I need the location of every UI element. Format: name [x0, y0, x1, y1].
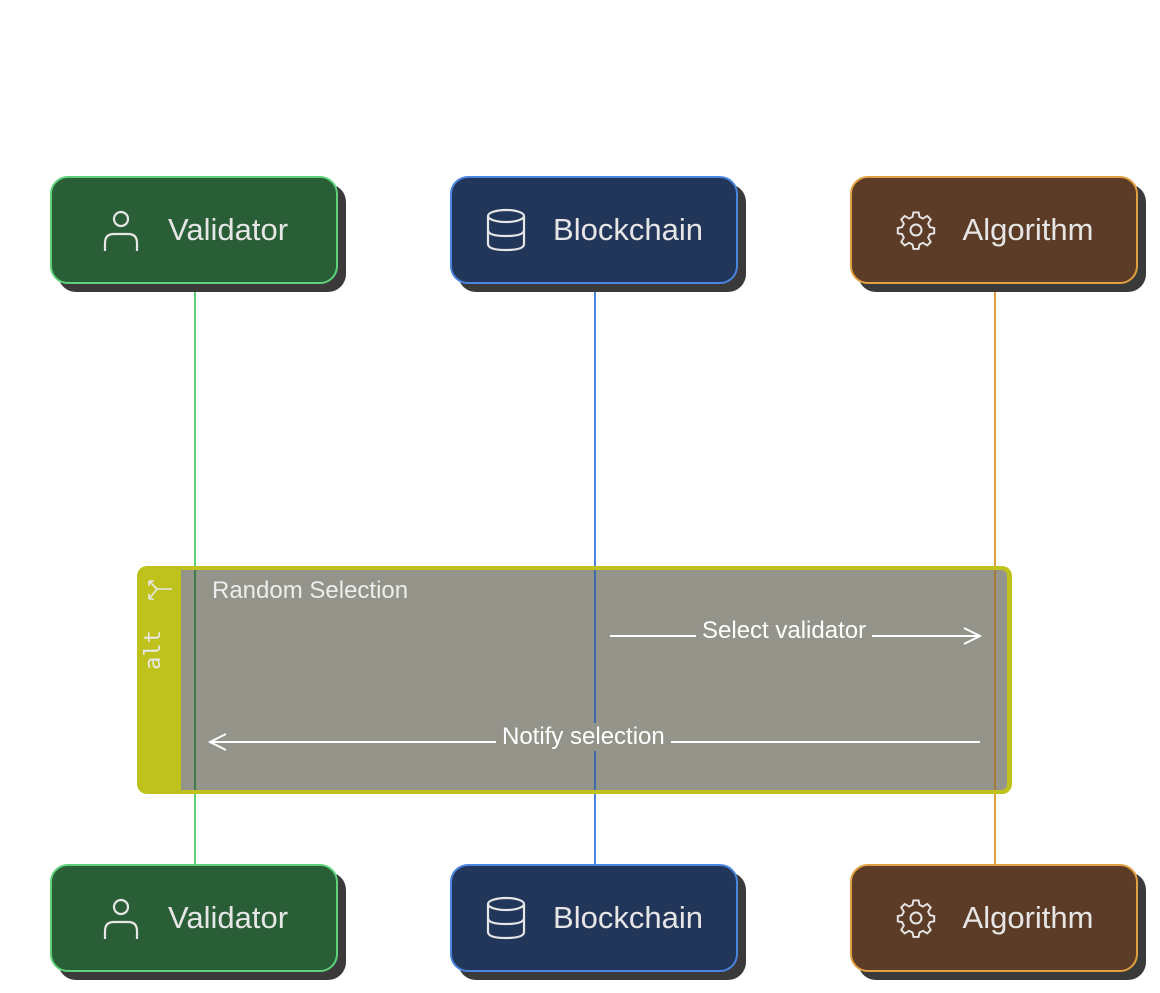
participant-label: Validator	[167, 212, 289, 247]
participant-blockchain-bottom[interactable]: Blockchain	[450, 864, 738, 972]
gear-icon	[896, 899, 935, 938]
lifeline-algorithm-in-frame	[994, 570, 996, 790]
participant-label: Blockchain	[553, 900, 703, 935]
user-icon	[103, 898, 139, 939]
participant-validator-bottom[interactable]: Validator	[50, 864, 338, 972]
arrowhead-right	[963, 627, 983, 645]
message-label-select-validator: Select validator	[696, 617, 873, 645]
participant-validator-top[interactable]: Validator	[50, 176, 338, 284]
lifeline-validator-in-frame	[194, 570, 196, 790]
participant-label: Algorithm	[962, 212, 1094, 247]
database-icon	[486, 896, 526, 940]
branch-icon	[148, 580, 172, 600]
message-label-notify-selection: Notify selection	[496, 723, 671, 751]
gear-icon	[896, 211, 935, 250]
participant-label: Blockchain	[553, 212, 703, 247]
arrowhead-left	[207, 733, 227, 751]
participant-blockchain-top[interactable]: Blockchain	[450, 176, 738, 284]
participant-algorithm-bottom[interactable]: Algorithm	[850, 864, 1138, 972]
fragment-title: Random Selection	[212, 577, 409, 604]
database-icon	[486, 208, 526, 252]
participant-algorithm-top[interactable]: Algorithm	[850, 176, 1138, 284]
participant-label: Algorithm	[962, 900, 1094, 935]
participant-label: Validator	[167, 900, 289, 935]
user-icon	[103, 210, 139, 251]
lifeline-blockchain-in-frame	[594, 570, 596, 790]
